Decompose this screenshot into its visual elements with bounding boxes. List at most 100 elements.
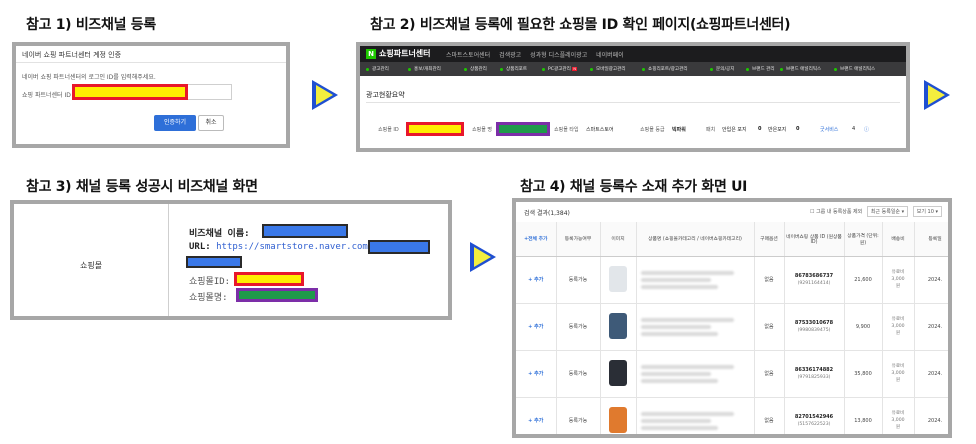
date-cell: 2024. <box>914 397 948 434</box>
nav-item[interactable]: 모바일광고관리 <box>596 67 626 72</box>
mall-id-label: 쇼핑몰ID: <box>189 277 231 287</box>
naver-logo-icon: N <box>366 49 376 59</box>
exclude-checkbox[interactable]: ☐ <box>809 209 815 215</box>
nav-dot-icon <box>590 68 593 71</box>
nav-item[interactable]: 홍보/개최관리 <box>414 67 441 72</box>
panel3-bizchannel-success: 쇼핑몰 비즈채널 이름: URL: https://smartstore.nav… <box>10 200 452 320</box>
redacted-url-tail <box>368 240 430 254</box>
product-thumbnail <box>609 406 627 433</box>
product-image <box>600 350 637 398</box>
redacted-mall-name <box>236 288 318 302</box>
panel4-add-material-ui: 검색 결과(1,384) ☐ 그룹 내 등록상품 제외 최근 등록일순 ▾ 보기… <box>512 198 952 438</box>
good-service-label: 굿서비스 <box>820 127 839 133</box>
top-link[interactable]: 성과형 디스플레이광고 <box>530 52 588 59</box>
product-thumbnail <box>609 359 627 386</box>
column-header: 상품가격 (단위:원) <box>844 222 883 257</box>
option-cell: 없음 <box>754 256 785 304</box>
nav-dot-icon <box>500 68 503 71</box>
add-button[interactable]: + 추가 <box>516 256 557 304</box>
main-nav: 광고관리 홍보/개최관리 상품관리 상품리포트 PC광고관리 N 모바일광고관리… <box>360 62 906 76</box>
column-header: 구매옵션 <box>754 222 785 257</box>
nav-dot-icon <box>746 68 749 71</box>
dialog-title: 네이버 쇼핑 파트너센터 계정 인증 <box>22 51 122 59</box>
grade-label: 쇼핑몰 등급 <box>640 127 665 133</box>
product-name-cell <box>636 303 755 351</box>
mall-name-label: 쇼핑몰 명 <box>472 127 492 133</box>
product-image <box>600 303 637 351</box>
top-link[interactable]: 스마트스토어센터 <box>446 52 491 59</box>
product-id-cell: 86336174882 (9791825933) <box>784 350 845 398</box>
biz-name-label: 비즈채널 이름: <box>189 229 250 239</box>
cancel-button[interactable]: 취소 <box>198 115 224 131</box>
mall-name-label: 쇼핑몰명: <box>189 293 228 303</box>
penalty-value: 안입은 포지 <box>722 127 747 133</box>
product-id-cell: 82701542946 (5157622523) <box>784 397 845 434</box>
add-button[interactable]: + 추가 <box>516 397 557 434</box>
penalty-label-2: 반은포지 <box>768 127 787 133</box>
product-name-cell <box>636 350 755 398</box>
next-arrow-icon <box>924 80 950 110</box>
dialog-description: 네이버 쇼핑 파트너센터의 로그인 ID를 입력해주세요. <box>22 74 156 81</box>
redacted-mall-name <box>496 122 550 136</box>
redacted-mall-id <box>234 272 304 286</box>
table-header: +전체 추가 등록가능여부 이미지 상품명 (쇼핑몰카테고리 / 네이버쇼핑카테… <box>516 222 948 257</box>
add-all-button[interactable]: +전체 추가 <box>516 222 557 257</box>
redacted-partner-id <box>72 84 188 100</box>
product-id-cell: 87533010678 (9980839475) <box>784 303 845 351</box>
product-image <box>600 397 637 434</box>
add-button[interactable]: + 추가 <box>516 350 557 398</box>
nav-dot-icon <box>834 68 837 71</box>
nav-item[interactable]: 브랜드 관리 <box>752 67 775 72</box>
info-icon[interactable]: ⓘ <box>864 127 870 133</box>
status-cell: 등록가능 <box>556 256 601 304</box>
mall-id-label: 쇼핑몰 ID <box>378 127 399 133</box>
mall-type-value: 스마트스토어 <box>586 127 614 133</box>
confirm-button[interactable]: 인증하기 <box>154 115 196 131</box>
url-line: URL: https://smartstore.naver.com/ <box>189 242 373 252</box>
product-table: +전체 추가 등록가능여부 이미지 상품명 (쇼핑몰카테고리 / 네이버쇼핑카테… <box>516 222 948 434</box>
date-cell: 2024. <box>914 256 948 304</box>
nav-item[interactable]: 광고관리 <box>372 67 389 72</box>
grade-value: 빅파워 <box>672 127 686 133</box>
nav-item[interactable]: PC광고관리 N <box>548 67 577 72</box>
column-header: 배송비 <box>882 222 915 257</box>
channel-type-cell: 쇼핑몰 <box>14 204 169 316</box>
product-name-cell <box>636 397 755 434</box>
shipping-cell: 유료비 3,000 원 <box>882 350 915 398</box>
column-header: 등록일 <box>914 222 948 257</box>
top-link[interactable]: 네이버페이 <box>596 52 624 59</box>
nav-item[interactable]: 문의/공지 <box>716 67 735 72</box>
search-result-count: 검색 결과(1,384) <box>524 210 570 217</box>
top-bar: N 쇼핑파트너센터 스마트스토어센터 검색광고 성과형 디스플레이광고 네이버페… <box>360 46 906 62</box>
date-cell: 2024. <box>914 350 948 398</box>
nav-item[interactable]: 쇼핑리포트/광고관리 <box>648 67 688 72</box>
top-links: 스마트스토어센터 검색광고 성과형 디스플레이광고 네이버페이 <box>446 50 631 59</box>
sort-select[interactable]: 최근 등록일순 ▾ <box>866 206 909 217</box>
status-cell: 등록가능 <box>556 303 601 351</box>
nav-dot-icon <box>464 68 467 71</box>
price-cell: 13,800 <box>844 397 883 434</box>
exclude-checkbox-label: 그룹 내 등록상품 제외 <box>816 209 863 215</box>
price-cell: 35,800 <box>844 350 883 398</box>
penalty-count: 0 <box>758 126 762 132</box>
nav-item[interactable]: 브랜드 애널리틱스 <box>786 67 822 72</box>
divider <box>16 62 286 63</box>
nav-item[interactable]: 상품관리 <box>470 67 487 72</box>
store-url-link[interactable]: https://smartstore.naver.com/ <box>216 242 374 252</box>
redacted-mall-id <box>406 122 464 136</box>
partner-id-label: 쇼핑 파트너센터 ID <box>22 92 71 99</box>
page-size-select[interactable]: 보기 10 ▾ <box>912 206 942 217</box>
mall-name-line: 쇼핑몰명: <box>189 290 228 303</box>
nav-item[interactable]: 브랜드 애널리틱스 <box>840 67 876 72</box>
mall-id-line: 쇼핑몰ID: <box>189 274 230 287</box>
top-link[interactable]: 검색광고 <box>499 52 522 59</box>
brand-title[interactable]: 쇼핑파트너센터 <box>379 49 431 58</box>
nav-item[interactable]: 상품리포트 <box>506 67 528 72</box>
option-cell: 없음 <box>754 303 785 351</box>
option-cell: 없음 <box>754 397 785 434</box>
price-cell: 9,900 <box>844 303 883 351</box>
add-button[interactable]: + 추가 <box>516 303 557 351</box>
nav-dot-icon <box>642 68 645 71</box>
url-label: URL: <box>189 242 211 252</box>
column-header: 상품명 (쇼핑몰카테고리 / 네이버쇼핑카테고리) <box>636 222 755 257</box>
